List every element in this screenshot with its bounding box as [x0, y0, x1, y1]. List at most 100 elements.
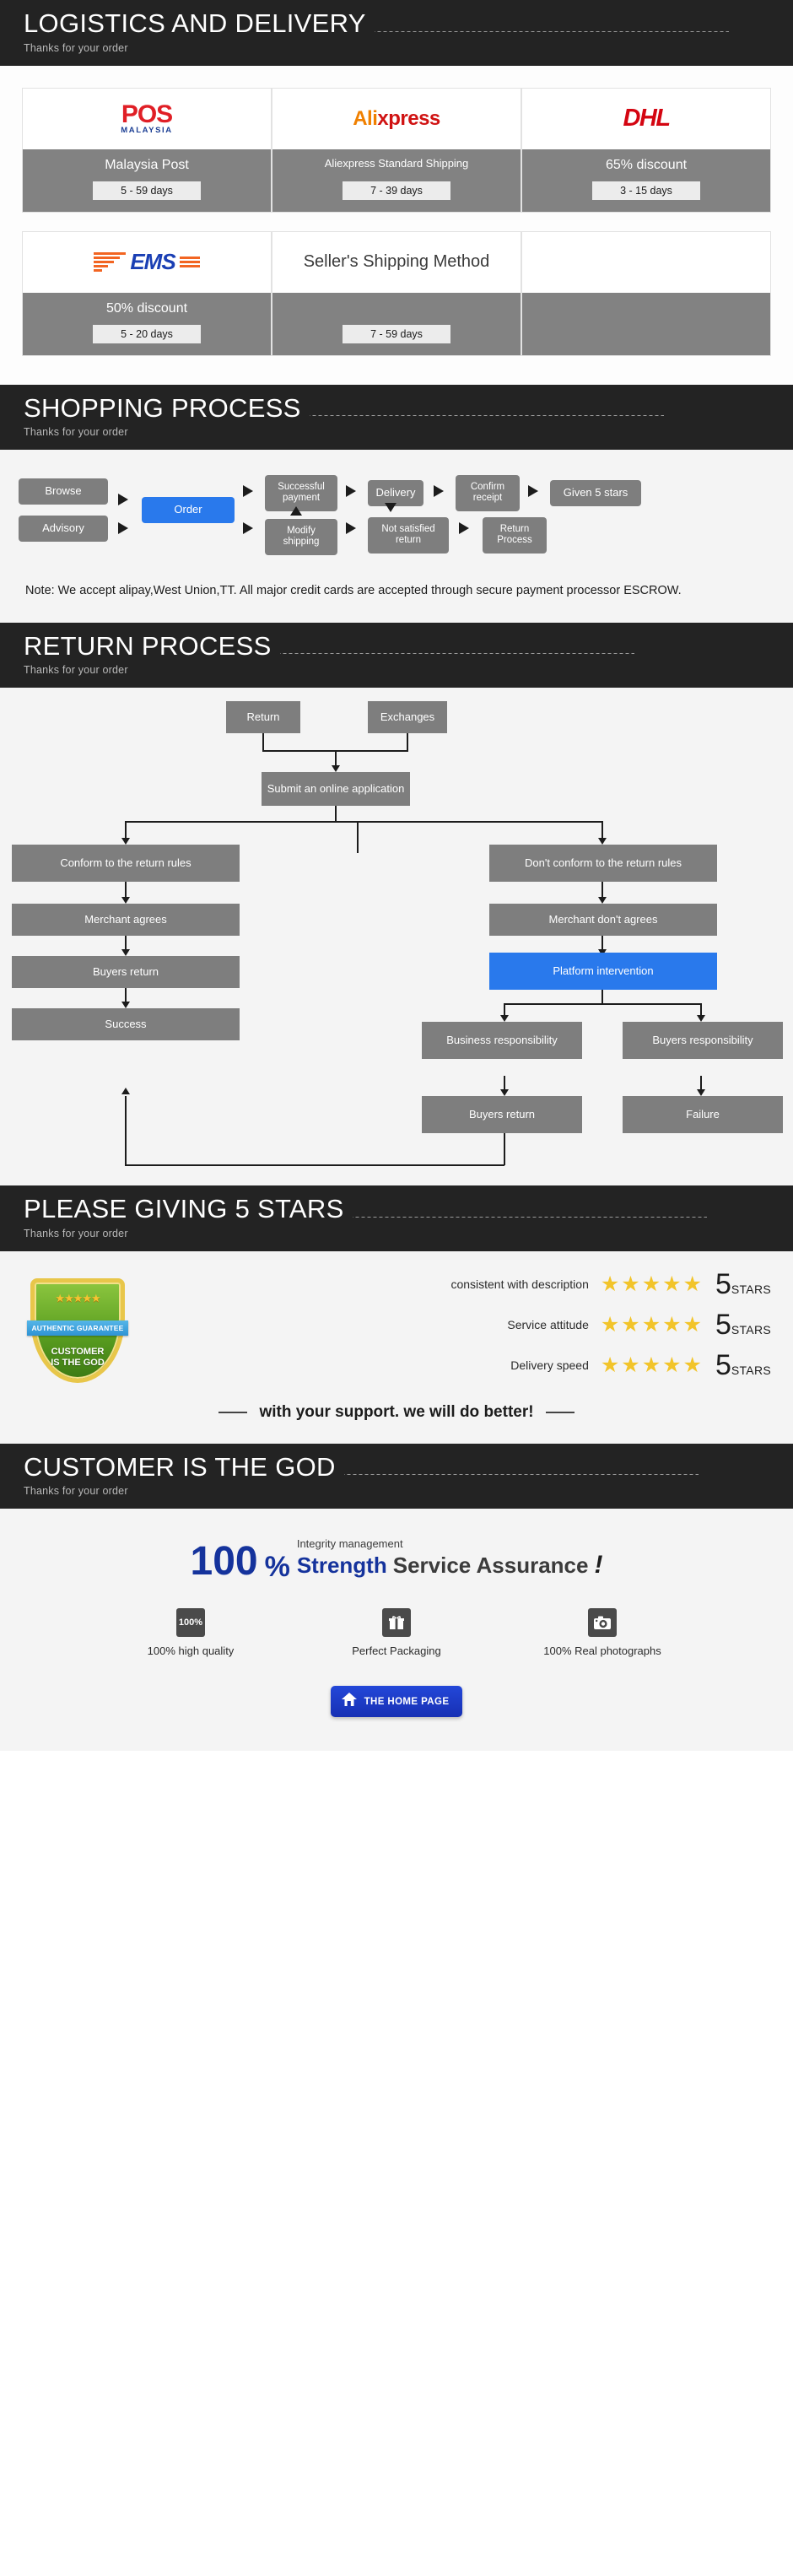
shipping-method-card[interactable]: DHL 65% discount 3 - 15 days [521, 87, 771, 213]
flow-node-return-process[interactable]: Return Process [483, 517, 547, 554]
arrow-down-icon [697, 1015, 705, 1023]
connector-line [700, 1003, 702, 1018]
connector-line [125, 1096, 127, 1166]
feature-item: 100% Real photographs [522, 1608, 682, 1657]
arrow-down-icon [121, 949, 130, 957]
flow-node-conform-rules[interactable]: Conform to the return rules [12, 845, 240, 883]
page-title: LOGISTICS AND DELIVERY [24, 8, 366, 38]
shipping-method-card[interactable]: EMS 50% discount 5 - 20 days [22, 230, 272, 356]
shipping-table-row-2: EMS 50% discount 5 - 20 days Seller's Sh… [22, 230, 771, 356]
dotted-rule [352, 1216, 707, 1218]
connector-line [125, 882, 127, 899]
feature-label: 100% Real photographs [543, 1644, 661, 1658]
section-subtitle: Thanks for your order [24, 41, 128, 54]
rating-label: Delivery speed [510, 1358, 589, 1372]
section-header-returns: RETURN PROCESS Thanks for your order [0, 622, 793, 689]
section-subtitle: Thanks for your order [24, 426, 128, 439]
arrow-down-icon [332, 765, 340, 773]
connector-line [335, 806, 337, 822]
title-row: LOGISTICS AND DELIVERY [24, 8, 769, 38]
flow-node-exchanges[interactable]: Exchanges [368, 701, 447, 734]
gift-box-icon [382, 1608, 411, 1638]
strength-text: Strength [296, 1553, 387, 1579]
sellers-method-label: Seller's Shipping Method [272, 231, 521, 293]
support-tagline: with your support. we will do better! [22, 1403, 771, 1422]
flow-node-dont-conform-rules[interactable]: Don't conform to the return rules [489, 845, 717, 883]
shipping-days-badge: 5 - 20 days [93, 324, 201, 343]
shipping-method-name: 65% discount [605, 157, 688, 172]
home-page-button[interactable]: THE HOME PAGE [330, 1686, 463, 1718]
shipping-days-badge: 5 - 59 days [93, 181, 201, 200]
badge-line-1: CUSTOMER [51, 1346, 105, 1357]
badge-ribbon-text: AUTHENTIC GUARANTEE [27, 1320, 128, 1336]
flow-node-buyers-responsibility[interactable]: Buyers responsibility [623, 1022, 783, 1060]
shipping-method-card[interactable]: Alixpress Aliexpress Standard Shipping 7… [272, 87, 521, 213]
connector-line [504, 1076, 505, 1092]
flow-node-failure[interactable]: Failure [623, 1096, 783, 1134]
connector-line [407, 733, 408, 751]
headline-stack: Integrity management Strength Service As… [297, 1537, 603, 1580]
section-header-stars: PLEASE GIVING 5 STARS Thanks for your or… [0, 1185, 793, 1251]
logo-main-text: Seller's Shipping Method [303, 252, 490, 272]
flow-node-delivery[interactable]: Delivery [368, 480, 423, 507]
arrow-down-icon [385, 503, 396, 513]
rating-row: Service attitude ★★★★★ 5 STARS [142, 1310, 771, 1339]
arrow-up-icon [290, 506, 302, 516]
section-header-shopping: SHOPPING PROCESS Thanks for your order [0, 384, 793, 451]
rating-score-unit: STARS [731, 1322, 771, 1337]
flow-node-modify-shipping[interactable]: Modify shipping [265, 519, 337, 555]
flow-node-advisory[interactable]: Advisory [19, 516, 108, 543]
shield-icon: ★★★★★ AUTHENTIC GUARANTEE CUSTOMER IS TH… [27, 1277, 128, 1383]
shipping-method-meta: 50% discount 5 - 20 days [23, 292, 271, 355]
flow-node-given-5-stars[interactable]: Given 5 stars [550, 480, 641, 507]
flow-node-order[interactable]: Order [142, 497, 235, 524]
arrow-right-icon [243, 522, 253, 535]
arrow-down-icon [121, 838, 130, 845]
arrow-right-icon [118, 494, 128, 506]
page-title: RETURN PROCESS [24, 630, 272, 661]
flow-node-submit-application[interactable]: Submit an online application [262, 772, 410, 807]
rating-score: 5 STARS [715, 1270, 771, 1299]
percent-badge-icon: 100% [176, 1608, 205, 1638]
connector-line [700, 1076, 702, 1092]
flow-node-confirm-receipt[interactable]: Confirm receipt [456, 475, 520, 511]
shipping-method-name: Aliexpress Standard Shipping [324, 156, 469, 170]
badge-stars: ★★★★★ [55, 1291, 100, 1304]
badge-line-2: IS THE GOD [51, 1358, 105, 1369]
title-row: CUSTOMER IS THE GOD [24, 1453, 769, 1482]
flow-node-business-responsibility[interactable]: Business responsibility [422, 1022, 582, 1060]
feature-item: 100% 100% high quality [111, 1608, 271, 1657]
shipping-method-card[interactable]: POS MALAYSIA Malaysia Post 5 - 59 days [22, 87, 272, 213]
flow-node-merchant-agrees[interactable]: Merchant agrees [12, 904, 240, 937]
section-subtitle: Thanks for your order [24, 664, 128, 677]
logo-sub-text: MALAYSIA [121, 126, 173, 136]
flow-node-browse[interactable]: Browse [19, 478, 108, 505]
ems-stripe-right [179, 257, 200, 268]
connector-line [335, 750, 337, 768]
shipping-table-row-1: POS MALAYSIA Malaysia Post 5 - 59 days A… [22, 87, 771, 213]
flow-node-buyers-return-right[interactable]: Buyers return [422, 1096, 582, 1134]
flow-node-not-satisfied-return[interactable]: Not satisfied return [368, 517, 449, 554]
dhl-logo: DHL [522, 88, 770, 149]
shipping-method-name: 50% discount [105, 300, 188, 316]
rating-label: consistent with description [450, 1277, 589, 1291]
page-title: PLEASE GIVING 5 STARS [24, 1194, 344, 1224]
feature-item: Perfect Packaging [316, 1608, 477, 1657]
rating-score-number: 5 [715, 1267, 731, 1300]
rating-score-unit: STARS [731, 1363, 771, 1377]
dotted-rule [343, 1474, 699, 1476]
service-assurance-text: Service Assurance [392, 1553, 589, 1579]
flow-node-successful-payment[interactable]: Successful payment [265, 475, 337, 511]
shipping-days-badge: 7 - 59 days [343, 324, 450, 343]
flow-node-merchant-dont-agrees[interactable]: Merchant don't agrees [489, 904, 717, 937]
connector-line [125, 936, 127, 952]
connector-line [125, 1164, 504, 1166]
shipping-method-card[interactable]: Seller's Shipping Method 7 - 59 days [272, 230, 521, 356]
headline-line-2: Strength Service Assurance ! [297, 1551, 603, 1580]
flow-node-platform-intervention[interactable]: Platform intervention [489, 953, 717, 991]
flow-node-success[interactable]: Success [12, 1008, 240, 1041]
arrow-up-icon [121, 1088, 130, 1095]
shipping-method-meta: 65% discount 3 - 15 days [522, 149, 770, 212]
flow-node-return[interactable]: Return [226, 701, 300, 734]
flow-node-buyers-return-left[interactable]: Buyers return [12, 956, 240, 989]
